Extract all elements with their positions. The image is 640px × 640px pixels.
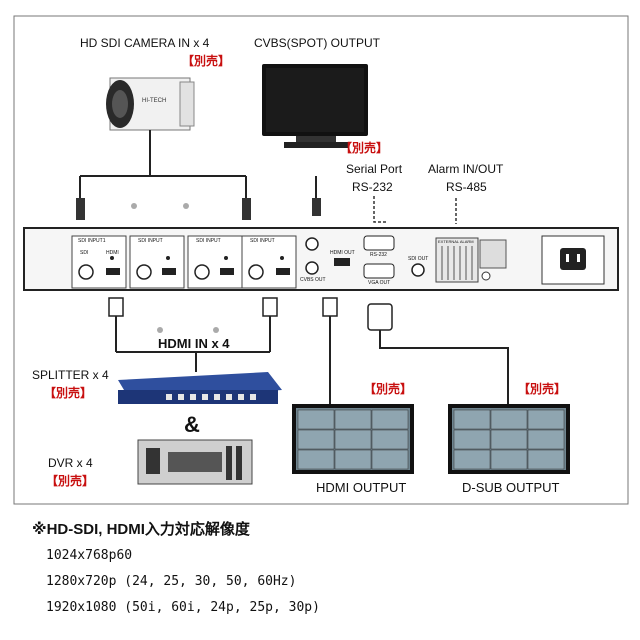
spot-monitor-image (262, 64, 368, 148)
spot-monitor-label: CVBS(SPOT) OUTPUT (254, 36, 381, 50)
dvr-image (137, 439, 253, 485)
alarm-label: Alarm IN/OUT (428, 162, 504, 176)
splitter-label: SPLITTER x 4 (32, 368, 109, 382)
spot-monitor-tag: 【別売】 (340, 141, 389, 155)
panel-cvbs-out: CVBS OUT (300, 277, 326, 283)
dvr-label: DVR x 4 (48, 456, 93, 470)
panel-hdmi-label: HDMI (106, 250, 119, 256)
dvr-tag: 【別売】 (46, 474, 95, 488)
resolution-line-1: 1024x768p60 (46, 548, 133, 563)
panel-input-4: SDI INPUT (250, 238, 275, 244)
camera-cables (79, 130, 247, 206)
hdmi-in-label: HDMI IN x 4 (158, 336, 230, 351)
alarm-sub-label: RS-485 (446, 180, 487, 194)
panel-hdmi-out: HDMI OUT (330, 250, 355, 256)
serial-label: Serial Port (346, 162, 403, 176)
dsub-output-label: D-SUB OUTPUT (462, 480, 560, 495)
panel-input-1: SDI INPUT1 (78, 238, 106, 244)
camera-image: HI-TECH (106, 77, 195, 131)
svg-text:HI-TECH: HI-TECH (142, 98, 166, 104)
hdmi-in-cables (115, 316, 271, 372)
bnc-plugs (76, 198, 251, 220)
panel-input-2: SDI INPUT (138, 238, 163, 244)
splitter-tag: 【別売】 (44, 386, 93, 400)
camera-tag: 【別売】 (182, 54, 231, 68)
hdmi-monitor-image (292, 404, 414, 474)
serial-sub-label: RS-232 (352, 180, 393, 194)
panel-sdi-label: SDI (80, 250, 89, 256)
resolution-line-2: 1280x720p (24, 25, 30, 50, 60Hz) (46, 574, 297, 589)
camera-label: HD SDI CAMERA IN x 4 (80, 36, 210, 50)
hdmi-output-label: HDMI OUTPUT (316, 480, 407, 495)
panel-sdi-out: SDI OUT (408, 256, 429, 262)
ampersand: & (184, 412, 200, 437)
dsub-monitor-image (448, 404, 570, 474)
rear-panel (23, 227, 619, 291)
panel-alarm-block: EXTERNAL ALARM (438, 239, 474, 244)
resolution-line-3: 1920x1080 (50i, 60i, 24p, 25p, 30p) (46, 600, 320, 615)
splitter-image (118, 372, 282, 404)
resolution-note-title: ※HD-SDI, HDMI入力対応解像度 (32, 521, 250, 538)
panel-input-3: SDI INPUT (196, 238, 221, 244)
panel-vga-out: VGA OUT (368, 280, 391, 286)
panel-rs232: RS-232 (370, 252, 387, 258)
dsub-output-tag: 【別売】 (518, 382, 567, 396)
diagram-frame (13, 15, 629, 505)
hdmi-output-tag: 【別売】 (364, 382, 413, 396)
